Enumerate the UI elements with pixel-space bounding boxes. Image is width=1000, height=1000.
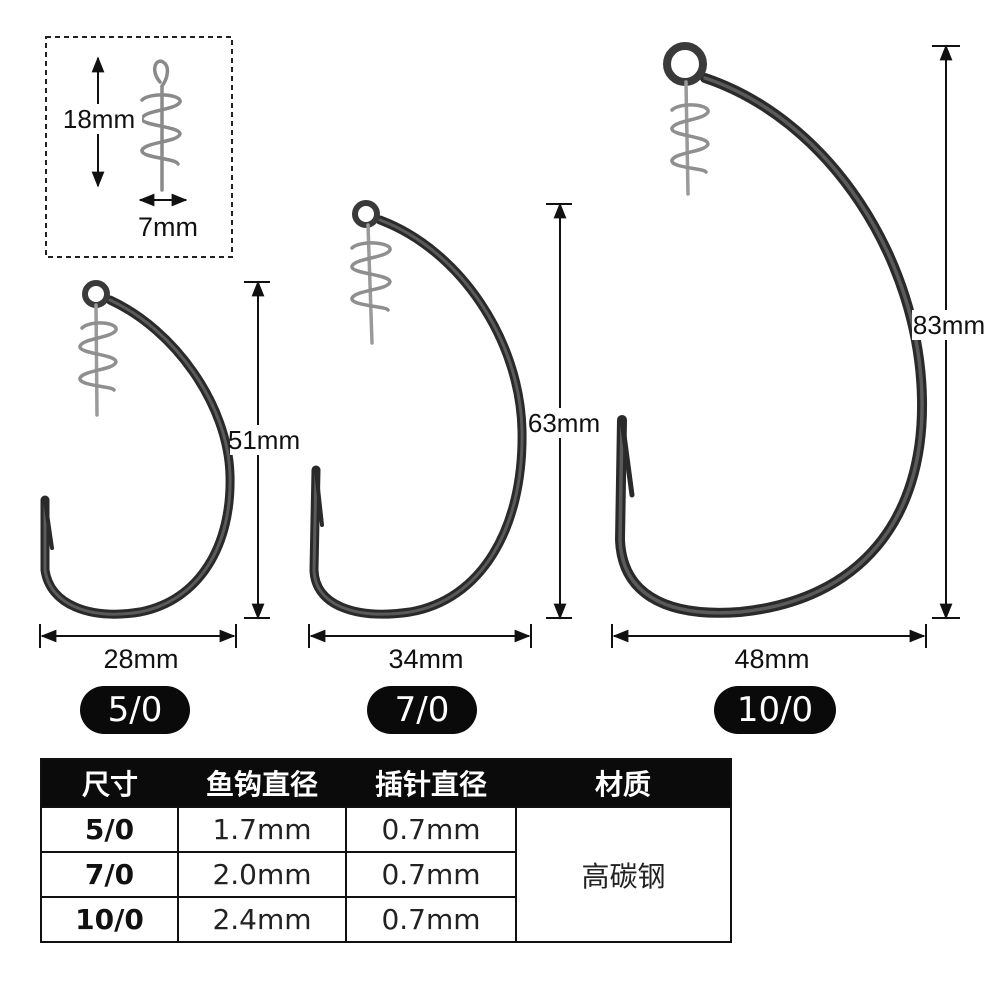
spec-table-header: 尺寸 鱼钩直径 插针直径 材质 bbox=[41, 759, 731, 807]
hook-5-0: 51mm 28mm bbox=[39, 280, 300, 674]
table-row: 10/0 2.4mm 0.7mm bbox=[40, 896, 731, 943]
spring-width-label: 7mm bbox=[138, 212, 198, 242]
table-row: 5/0 1.7mm 0.7mm 高碳钢 bbox=[40, 806, 732, 943]
hook-7-0-height-label: 63mm bbox=[528, 408, 600, 438]
hook-10-0-icon bbox=[615, 42, 928, 618]
hook-10-0-width-label: 48mm bbox=[734, 644, 809, 674]
hook-5-0-icon bbox=[40, 280, 235, 619]
hook-7-0: 63mm 34mm bbox=[308, 200, 600, 674]
size-badge-7-0: 7/0 bbox=[367, 686, 477, 734]
hook-10-0-height-label: 83mm bbox=[913, 310, 985, 340]
header-hook-diameter: 鱼钩直径 bbox=[178, 759, 346, 807]
size-badge-5-0: 5/0 bbox=[80, 686, 190, 734]
row-size: 10/0 bbox=[40, 896, 179, 943]
hook-7-0-icon bbox=[309, 200, 527, 619]
row-pin-diameter: 0.7mm bbox=[345, 806, 517, 853]
hook-5-0-width-label: 28mm bbox=[103, 644, 178, 674]
spec-table: 尺寸 鱼钩直径 插针直径 材质 5/0 1.7mm 0.7mm 高碳钢 7/0 … bbox=[40, 758, 732, 943]
hook-5-0-height-label: 51mm bbox=[228, 425, 300, 455]
table-row: 7/0 2.0mm 0.7mm bbox=[40, 851, 731, 898]
size-badge-10-0: 10/0 bbox=[714, 686, 836, 734]
row-size: 5/0 bbox=[40, 806, 179, 853]
hook-10-0: 83mm 48mm bbox=[611, 42, 986, 674]
inset-dashed-frame bbox=[45, 36, 233, 258]
inset-spring-icon bbox=[140, 59, 182, 192]
spring-length-label: 18mm bbox=[63, 104, 135, 134]
header-pin-diameter: 插针直径 bbox=[346, 759, 516, 807]
header-material: 材质 bbox=[516, 759, 731, 807]
header-size: 尺寸 bbox=[41, 759, 178, 807]
spring-inset: 18mm 7mm bbox=[45, 36, 233, 258]
row-hook-diameter: 2.4mm bbox=[177, 896, 347, 943]
hook-7-0-width-label: 34mm bbox=[388, 644, 463, 674]
row-hook-diameter: 1.7mm bbox=[177, 806, 347, 853]
row-hook-diameter: 2.0mm bbox=[177, 851, 347, 898]
material-cell: 高碳钢 bbox=[515, 806, 732, 943]
row-pin-diameter: 0.7mm bbox=[345, 896, 517, 943]
row-pin-diameter: 0.7mm bbox=[345, 851, 517, 898]
row-size: 7/0 bbox=[40, 851, 179, 898]
